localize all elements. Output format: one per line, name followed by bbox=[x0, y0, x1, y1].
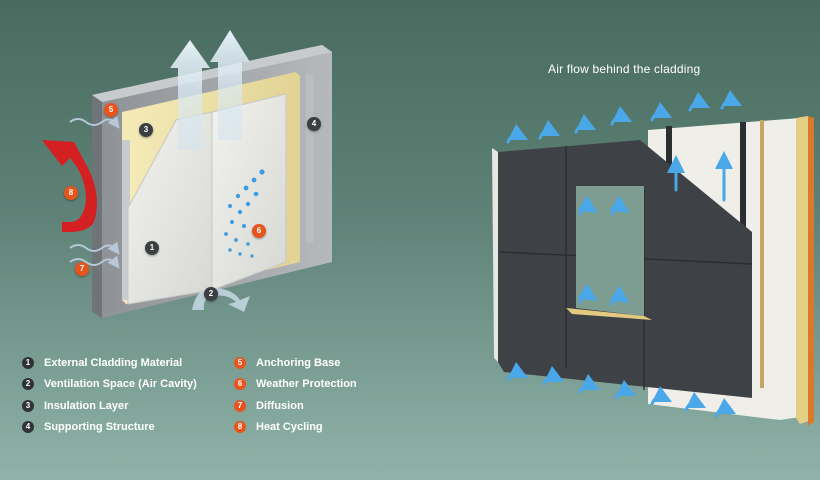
legend-label: Supporting Structure bbox=[44, 421, 155, 434]
wall-edge-brick bbox=[808, 116, 814, 426]
legend-item: 1 External Cladding Material bbox=[22, 352, 197, 374]
support-rail bbox=[306, 74, 314, 242]
air-outflow-arrows bbox=[170, 30, 250, 150]
legend-label: Anchoring Base bbox=[256, 356, 341, 369]
legend-item: 3 Insulation Layer bbox=[22, 395, 197, 417]
marker-8: 8 bbox=[64, 186, 78, 200]
legend-item: 7 Diffusion bbox=[234, 395, 357, 417]
legend-label: Insulation Layer bbox=[44, 399, 129, 412]
cladding-facade-left-edge bbox=[492, 148, 498, 362]
legend-item: 6 Weather Protection bbox=[234, 374, 357, 396]
support-rail bbox=[122, 140, 130, 300]
legend-label: External Cladding Material bbox=[44, 356, 183, 369]
legend-column-left: 1 External Cladding Material 2 Ventilati… bbox=[22, 352, 197, 438]
legend-badge: 7 bbox=[234, 399, 246, 412]
cladding-panel bbox=[211, 93, 287, 291]
legend-label: Ventilation Space (Air Cavity) bbox=[44, 378, 197, 391]
legend-badge: 3 bbox=[22, 399, 34, 412]
legend-badge: 1 bbox=[22, 356, 34, 369]
legend-label: Weather Protection bbox=[256, 378, 357, 391]
legend-badge: 2 bbox=[22, 378, 34, 391]
water-droplets bbox=[224, 169, 265, 258]
airflow-arrows bbox=[506, 89, 743, 418]
legend-item: 4 Supporting Structure bbox=[22, 417, 197, 439]
legend-item: 8 Heat Cycling bbox=[234, 417, 357, 439]
legend-column-right: 5 Anchoring Base 6 Weather Protection 7 … bbox=[234, 352, 357, 438]
legend-item: 5 Anchoring Base bbox=[234, 352, 357, 374]
wall-slab-top bbox=[92, 45, 332, 102]
diagram-caption: Air flow behind the cladding bbox=[548, 62, 701, 76]
diffusion-arrows bbox=[69, 115, 120, 269]
marker-6: 6 bbox=[252, 224, 266, 238]
legend-item: 2 Ventilation Space (Air Cavity) bbox=[22, 374, 197, 396]
legend-label: Diffusion bbox=[256, 399, 304, 412]
legend-badge: 6 bbox=[234, 378, 246, 391]
legend-badge: 4 bbox=[22, 421, 34, 434]
window-sill bbox=[566, 308, 652, 320]
marker-4: 4 bbox=[307, 117, 321, 131]
heat-cycling-arrow bbox=[42, 140, 97, 232]
marker-1: 1 bbox=[145, 241, 159, 255]
legend-badge: 8 bbox=[234, 421, 246, 434]
marker-2: 2 bbox=[204, 287, 218, 301]
wall-slab-side bbox=[92, 95, 102, 318]
marker-3: 3 bbox=[139, 123, 153, 137]
legend-label: Heat Cycling bbox=[256, 421, 323, 434]
marker-7: 7 bbox=[75, 262, 89, 276]
marker-5: 5 bbox=[104, 103, 118, 117]
legend-badge: 5 bbox=[234, 356, 246, 369]
right-illustration bbox=[492, 89, 814, 426]
vertical-rail bbox=[760, 120, 764, 388]
window-opening bbox=[576, 186, 644, 316]
